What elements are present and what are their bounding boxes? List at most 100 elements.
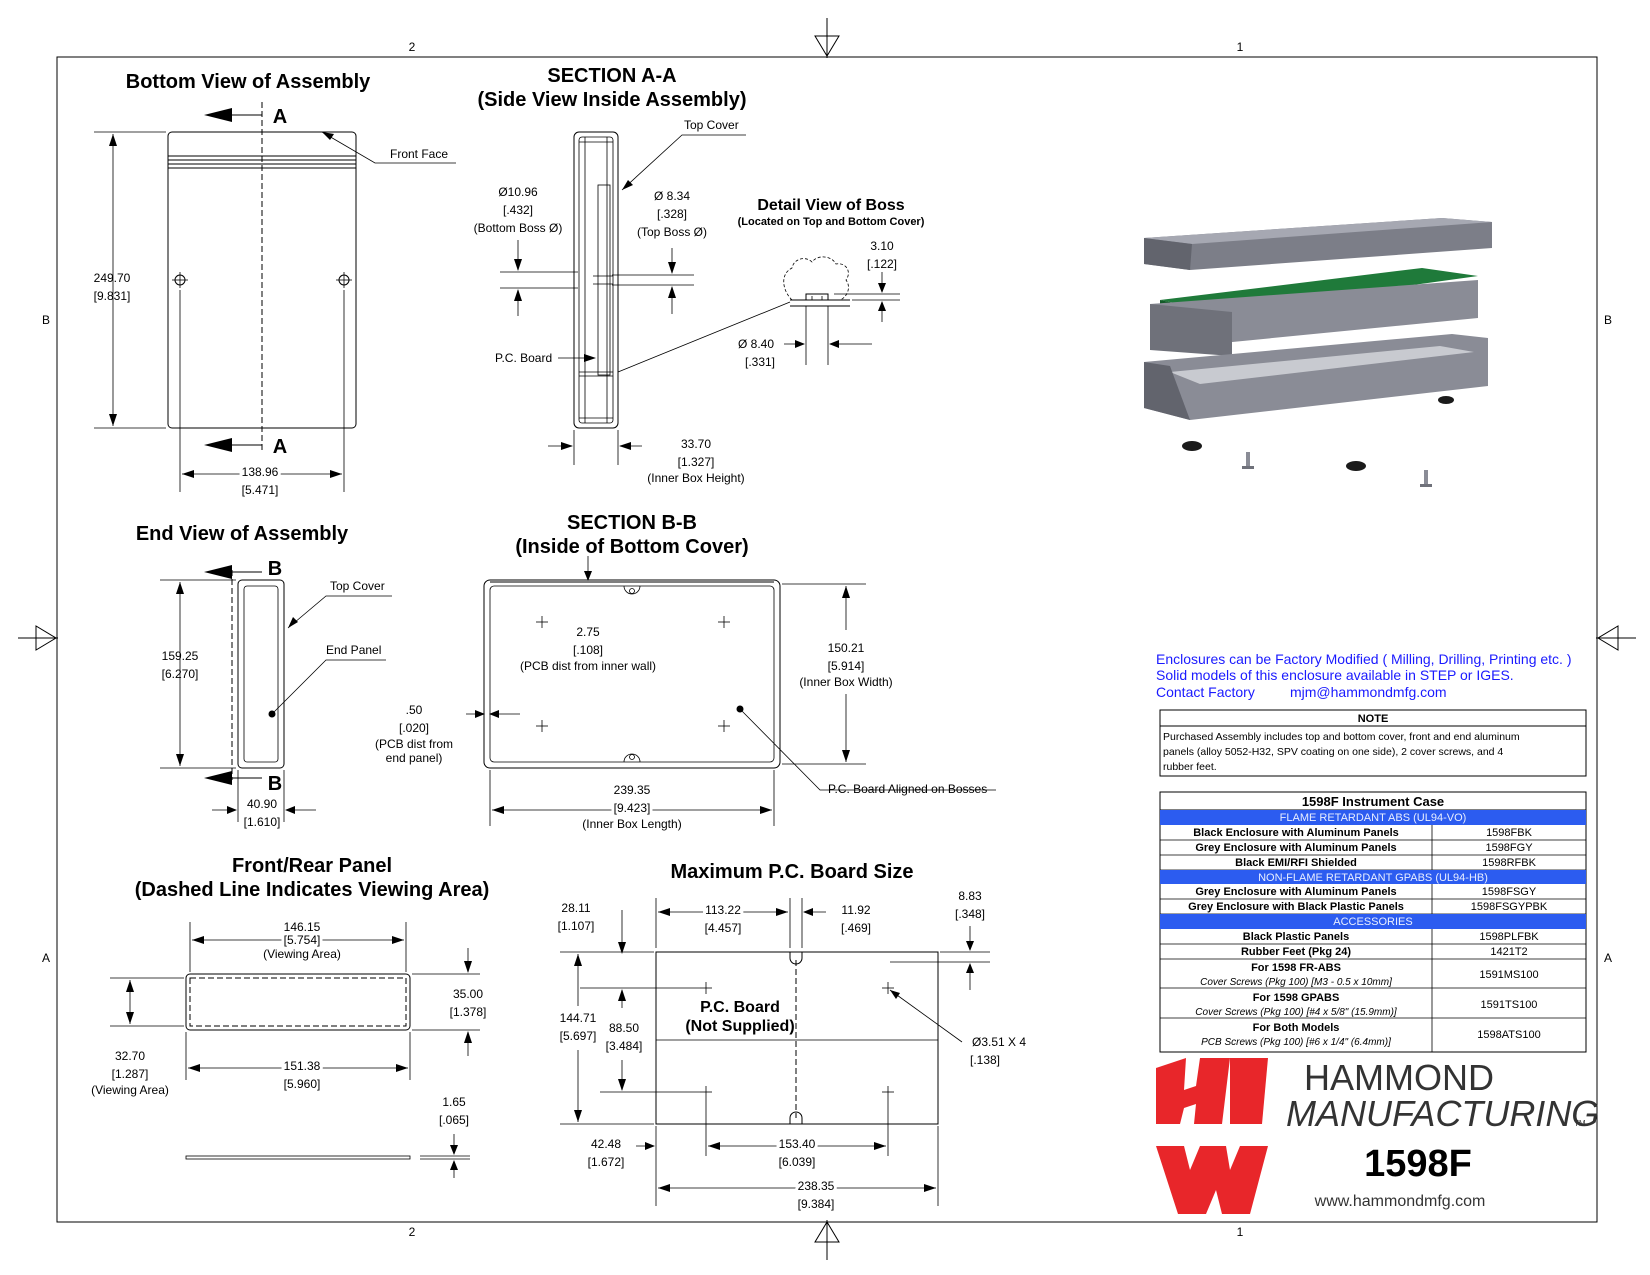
end-top-cover-label: Top Cover bbox=[330, 579, 385, 593]
hole-dia-mm: Ø3.51 X 4 bbox=[972, 1035, 1026, 1049]
row-5-part[interactable]: 1598FSGYPBK bbox=[1471, 901, 1548, 913]
note-header: NOTE bbox=[1358, 713, 1389, 725]
top-boss-in: [.328] bbox=[657, 207, 687, 221]
zone-letter-right-a: A bbox=[1604, 951, 1612, 965]
centering-mark-top bbox=[814, 18, 840, 58]
dim-f-mm: 88.50 bbox=[609, 1021, 639, 1035]
row-4-desc: Grey Enclosure with Aluminum Panels bbox=[1195, 886, 1396, 898]
pcb-outline bbox=[655, 951, 939, 1125]
end-view-title: End View of Assembly bbox=[136, 523, 349, 545]
website-url[interactable]: www.hammondmfg.com bbox=[1314, 1193, 1486, 1210]
inner-width-label: (Inner Box Width) bbox=[799, 675, 892, 689]
viewing-area bbox=[189, 977, 407, 1027]
end-gap-mm: .50 bbox=[406, 703, 423, 717]
view-height-in: [1.287] bbox=[112, 1067, 149, 1081]
row-3-desc: Black EMI/RFI Shielded bbox=[1235, 857, 1357, 869]
view-height-label: (Viewing Area) bbox=[91, 1083, 169, 1097]
inner-length-in: [9.423] bbox=[614, 801, 651, 815]
dim-g-mm: 42.48 bbox=[591, 1137, 621, 1151]
view-width-mm: 146.15 bbox=[284, 920, 321, 934]
pc-board-label: P.C. Board bbox=[495, 351, 552, 365]
end-gap-in: [.020] bbox=[399, 721, 429, 735]
row-1-part[interactable]: 1598FBK bbox=[1486, 827, 1533, 839]
pcb-not-supplied: (Not Supplied) bbox=[685, 1018, 794, 1035]
dim-l-mm: 238.35 bbox=[798, 1179, 835, 1193]
model-number: 1598F bbox=[1364, 1143, 1472, 1185]
top-boss-mm: Ø 8.34 bbox=[654, 189, 690, 203]
width-dim-in: [5.471] bbox=[242, 483, 279, 497]
row-6-part[interactable]: 1598PLFBK bbox=[1479, 931, 1539, 943]
row-7-part[interactable]: 1421T2 bbox=[1490, 946, 1527, 958]
row-10-title: For Both Models bbox=[1253, 1022, 1340, 1034]
boss-marker-3 bbox=[536, 720, 548, 732]
panel-thickness-in: [.065] bbox=[439, 1113, 469, 1127]
dim-a-mm: 28.11 bbox=[561, 901, 590, 915]
pcb-hole-2 bbox=[882, 982, 894, 994]
pcb-label: P.C. Board bbox=[700, 999, 780, 1016]
info-contact-label: Contact Factory bbox=[1156, 684, 1255, 700]
dim-b-in: [4.457] bbox=[705, 921, 742, 935]
row-9-desc: Cover Screws (Pkg 100) [#4 x 5/8" (15.9m… bbox=[1195, 1007, 1397, 1018]
inner-length-mm: 239.35 bbox=[614, 783, 651, 797]
zone-number-top-1: 1 bbox=[1237, 40, 1244, 54]
pcb-wall-label: (PCB dist from inner wall) bbox=[520, 659, 656, 673]
logo-manufacturing: MANUFACTURING bbox=[1286, 1093, 1599, 1134]
row-7-desc: Rubber Feet (Pkg 24) bbox=[1241, 946, 1351, 958]
zone-letter-left-b: B bbox=[42, 313, 50, 327]
band-flame-retardant-label: FLAME RETARDANT ABS (UL94-VO) bbox=[1280, 812, 1467, 824]
dim-h-in: [6.039] bbox=[779, 1155, 816, 1169]
height-dim-mm: 249.70 bbox=[94, 271, 131, 285]
band-accessories bbox=[1160, 914, 1586, 929]
end-gap-label-1: (PCB dist from bbox=[375, 737, 453, 751]
zone-letter-right-b: B bbox=[1604, 313, 1612, 327]
top-cover-label: Top Cover bbox=[684, 118, 739, 132]
end-height-in: [6.270] bbox=[162, 667, 199, 681]
dim-h-mm: 153.40 bbox=[779, 1137, 816, 1151]
end-gap-label-2: end panel) bbox=[386, 751, 443, 765]
bottom-view-of-assembly: Bottom View of Assembly A A Front Face 2 bbox=[94, 71, 456, 497]
band-non-flame-retardant-label: NON-FLAME RETARDANT GPABS (UL94-HB) bbox=[1258, 872, 1488, 884]
row-9-part[interactable]: 1591TS100 bbox=[1481, 999, 1538, 1011]
dim-f-in: [3.484] bbox=[606, 1039, 643, 1053]
centering-mark-bottom bbox=[814, 1220, 840, 1260]
front-panel-subtitle: (Dashed Line Indicates Viewing Area) bbox=[135, 879, 490, 901]
section-bb-subtitle: (Inside of Bottom Cover) bbox=[515, 536, 748, 558]
boss-dia-mm: Ø 8.40 bbox=[738, 337, 774, 351]
dim-a-in: [1.107] bbox=[558, 919, 595, 933]
end-width-mm: 40.90 bbox=[247, 797, 277, 811]
row-2-desc: Grey Enclosure with Aluminum Panels bbox=[1195, 842, 1396, 854]
row-6-desc: Black Plastic Panels bbox=[1243, 931, 1349, 943]
end-width-in: [1.610] bbox=[244, 815, 281, 829]
logo-hammond: HAMMOND bbox=[1304, 1057, 1494, 1098]
row-2-part[interactable]: 1598FGY bbox=[1485, 842, 1533, 854]
inner-height-label: (Inner Box Height) bbox=[647, 471, 744, 485]
end-panel-label: End Panel bbox=[326, 643, 381, 657]
hammond-logo-block: HAMMOND MANUFACTURING TM 1598F www.hammo… bbox=[1156, 1057, 1599, 1214]
pcb-hole-4 bbox=[882, 1086, 894, 1098]
row-3-part[interactable]: 1598RFBK bbox=[1482, 857, 1536, 869]
row-8-part[interactable]: 1591MS100 bbox=[1479, 969, 1538, 981]
boss-height-in: [.122] bbox=[867, 257, 897, 271]
view-height-mm: 32.70 bbox=[115, 1049, 145, 1063]
section-marker-a-top: A bbox=[273, 106, 287, 128]
bottom-view-title: Bottom View of Assembly bbox=[126, 71, 371, 93]
end-view-of-assembly: End View of Assembly B B Top Cover End P… bbox=[136, 523, 392, 829]
pcb-hole-1 bbox=[700, 982, 712, 994]
note-line-2: panels (alloy 5052-H32, SPV coating on o… bbox=[1163, 746, 1503, 758]
section-b-b: SECTION B-B (Inside of Bottom Cover) P.C… bbox=[375, 512, 996, 831]
panel-width-in: [5.960] bbox=[284, 1077, 321, 1091]
boss-marker-1 bbox=[536, 616, 548, 628]
row-8-desc: Cover Screws (Pkg 100) [M3 - 0.5 x 10mm] bbox=[1200, 977, 1392, 988]
inner-length-label: (Inner Box Length) bbox=[582, 817, 681, 831]
row-4-part[interactable]: 1598FSGY bbox=[1482, 886, 1537, 898]
info-line-1: Enclosures can be Factory Modified ( Mil… bbox=[1156, 651, 1572, 667]
row-10-part[interactable]: 1598ATS100 bbox=[1477, 1029, 1540, 1041]
info-contact-email[interactable]: mjm@hammondmfg.com bbox=[1290, 684, 1447, 700]
centering-mark-right bbox=[1596, 625, 1636, 651]
boss-hole-left bbox=[172, 272, 188, 288]
side-section-outline bbox=[573, 131, 619, 429]
bottom-boss-mm: Ø10.96 bbox=[498, 185, 538, 199]
dim-b-mm: 113.22 bbox=[705, 903, 741, 917]
inner-height-mm: 33.70 bbox=[681, 437, 711, 451]
